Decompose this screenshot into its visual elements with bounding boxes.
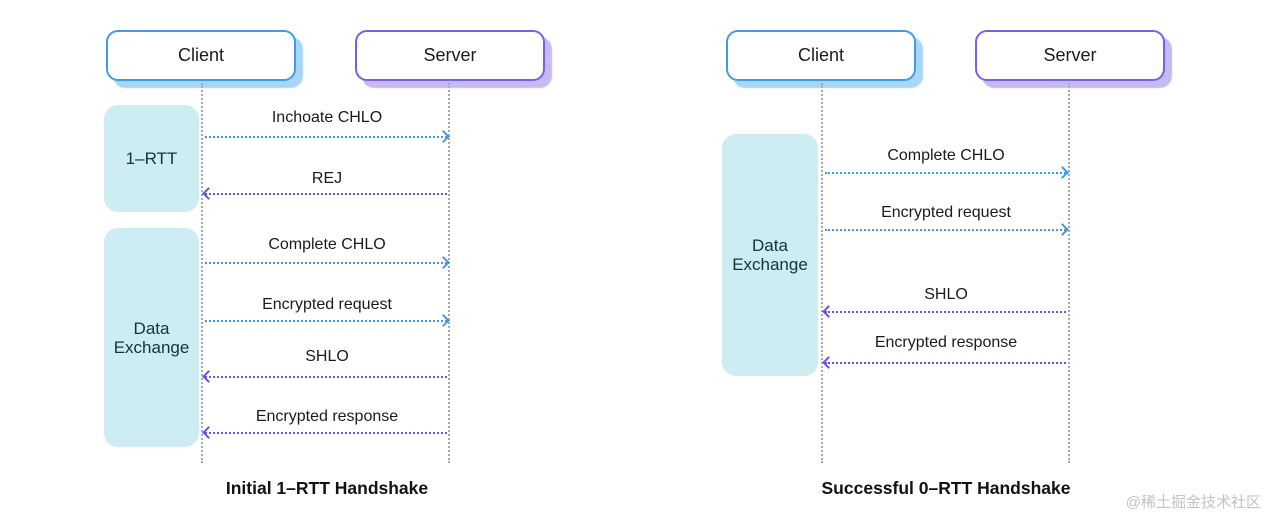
message-arrow	[202, 426, 447, 439]
message-label: Inchoate CHLO	[271, 109, 383, 126]
phase-data-exchange-label: Data Exchange	[113, 318, 190, 357]
actor-server: Server	[975, 30, 1165, 81]
arrowhead-right-icon	[1056, 166, 1069, 179]
arrowhead-left-icon	[822, 305, 835, 318]
message-arrow	[825, 166, 1069, 179]
lifeline-server	[448, 83, 450, 463]
phase-1rtt: 1–RTT	[104, 105, 199, 212]
message-label: Encrypted response	[255, 408, 399, 425]
message-label: Complete CHLO	[887, 147, 1005, 164]
message-label: SHLO	[305, 348, 349, 365]
phase-1rtt-label: 1–RTT	[125, 149, 178, 168]
message-label: Encrypted response	[874, 334, 1018, 351]
message-arrow	[205, 130, 450, 143]
message-arrow	[825, 223, 1069, 236]
watermark: @稀土掘金技术社区	[1125, 494, 1261, 511]
message-label: SHLO	[924, 286, 968, 303]
actor-client-label: Client	[177, 45, 225, 65]
lifeline-server	[1068, 83, 1070, 463]
actor-server: Server	[355, 30, 545, 81]
lifeline-client	[201, 83, 203, 463]
message-label: Encrypted request	[881, 204, 1011, 221]
diagram-caption-0rtt: Successful 0–RTT Handshake	[821, 478, 1071, 498]
message-arrow	[205, 314, 450, 327]
phase-data-exchange-label: Data Exchange	[732, 236, 808, 274]
message-arrow	[202, 187, 447, 200]
actor-client: Client	[726, 30, 916, 81]
phase-data-exchange: Data Exchange	[104, 228, 199, 447]
arrowhead-left-icon	[202, 370, 215, 383]
phase-data-exchange: Data Exchange	[722, 134, 818, 376]
actor-client-label: Client	[797, 45, 845, 65]
actor-client: Client	[106, 30, 296, 81]
message-label: REJ	[311, 170, 343, 187]
message-arrow	[822, 356, 1066, 369]
actor-server-label: Server	[1043, 45, 1097, 65]
arrowhead-right-icon	[1056, 223, 1069, 236]
arrowhead-left-icon	[202, 187, 215, 200]
arrowhead-left-icon	[822, 356, 835, 369]
message-label: Encrypted request	[262, 296, 392, 313]
message-label: Complete CHLO	[268, 236, 386, 253]
lifeline-client	[821, 83, 823, 463]
message-arrow	[205, 256, 450, 269]
arrowhead-left-icon	[202, 426, 215, 439]
message-arrow	[202, 370, 447, 383]
actor-server-label: Server	[423, 45, 477, 65]
message-arrow	[822, 305, 1066, 318]
diagram-caption-1rtt: Initial 1–RTT Handshake	[225, 478, 429, 498]
